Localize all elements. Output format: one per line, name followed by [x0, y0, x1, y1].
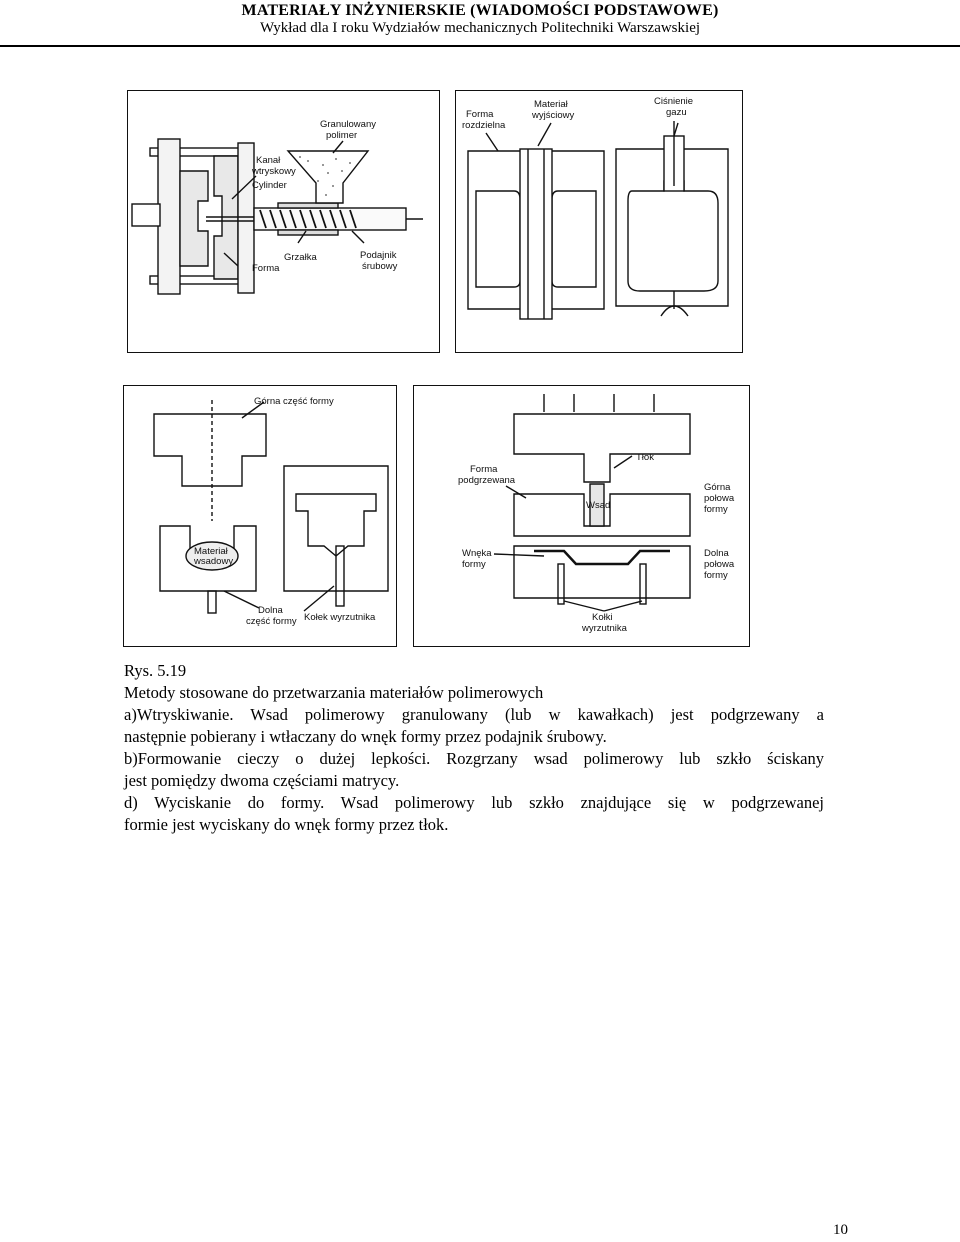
label-piston: Tłok [636, 452, 654, 463]
figure-injection-molding: Granulowany polimer Kanał wtryskowy Cyli… [127, 90, 440, 353]
caption-line-a2: następnie pobierany i wtłaczany do wnęk … [124, 727, 607, 746]
figure-transfer-molding: Forma podgrzewana Tłok Wsad Górna połowa… [413, 385, 750, 647]
caption-line-b2: jest pomiędzy dwoma częściami matrycy. [124, 771, 400, 790]
label-lower-half-2: połowa [704, 559, 735, 570]
label-lower-half-1: Dolna [704, 548, 730, 559]
label-upper-half-3: formy [704, 504, 728, 515]
label-lower-part-1: Dolna [258, 605, 284, 616]
caption-line-d1: d) Wyciskanie do formy. Wsad polimerowy … [124, 793, 824, 812]
caption-line-a1: a)Wtryskiwanie. Wsad polimerowy granulow… [124, 705, 824, 724]
label-heater: Grzałka [284, 252, 317, 263]
label-ejector-pins-2: wyrzutnika [581, 623, 628, 634]
page-header: MATERIAŁY INŻYNIERSKIE (WIADOMOŚCI PODST… [0, 0, 960, 47]
label-upper-part: Górna część formy [254, 396, 334, 407]
label-output-material-2: wyjściowy [531, 110, 574, 121]
label-granulate-1: Granulowany [320, 119, 376, 130]
label-channel-1: Kanał [256, 155, 281, 166]
label-ejector-pin: Kołek wyrzutnika [304, 612, 376, 623]
caption-title: Metody stosowane do przetwarzania materi… [124, 683, 544, 702]
caption-line-d2: formie jest wyciskany do wnęk formy prze… [124, 815, 449, 834]
label-lower-part-2: część formy [246, 616, 297, 627]
figure-compression-molding: Górna część formy Materiał wsadowy Kołek… [123, 385, 397, 647]
label-charge: Wsad [586, 500, 610, 511]
header-title: MATERIAŁY INŻYNIERSKIE (WIADOMOŚCI PODST… [241, 2, 719, 19]
header-rule [0, 45, 960, 47]
label-charge-material-2: wsadowy [193, 556, 233, 567]
label-heated-form-1: Forma [470, 464, 498, 475]
figure-blow-molding: Forma rozdzielna Materiał wyjściowy Ciśn… [455, 90, 743, 353]
label-split-mold-2: rozdzielna [462, 120, 506, 131]
label-feeder-2: śrubowy [362, 261, 398, 272]
label-lower-half-3: formy [704, 570, 728, 581]
label-split-mold-1: Forma [466, 109, 494, 120]
label-mold: Forma [252, 263, 280, 274]
label-channel-2: wtryskowy [251, 166, 296, 177]
figure-caption: Rys. 5.19 Metody stosowane do przetwarza… [124, 660, 824, 836]
label-ejector-pins-1: Kołki [592, 612, 613, 623]
page-number: 10 [833, 1222, 848, 1238]
label-heated-form-2: podgrzewana [458, 475, 516, 486]
label-upper-half-2: połowa [704, 493, 735, 504]
label-gas-pressure-1: Ciśnienie [654, 96, 693, 107]
label-charge-material-1: Materiał [194, 546, 229, 557]
label-granulate-2: polimer [326, 130, 357, 141]
caption-fig-number: Rys. 5.19 [124, 661, 187, 680]
label-gas-pressure-2: gazu [666, 107, 687, 118]
label-cavity-2: formy [462, 559, 486, 570]
header-subtitle: Wykład dla I roku Wydziałów mechanicznyc… [259, 20, 701, 36]
label-feeder-1: Podajnik [360, 250, 397, 261]
label-output-material-1: Materiał [534, 99, 569, 110]
label-cylinder: Cylinder [252, 180, 287, 191]
label-upper-half-1: Górna [704, 482, 731, 493]
caption-line-b1: b)Formowanie cieczy o dużej lepkości. Ro… [124, 749, 824, 768]
label-cavity-1: Wnęka [462, 548, 492, 559]
